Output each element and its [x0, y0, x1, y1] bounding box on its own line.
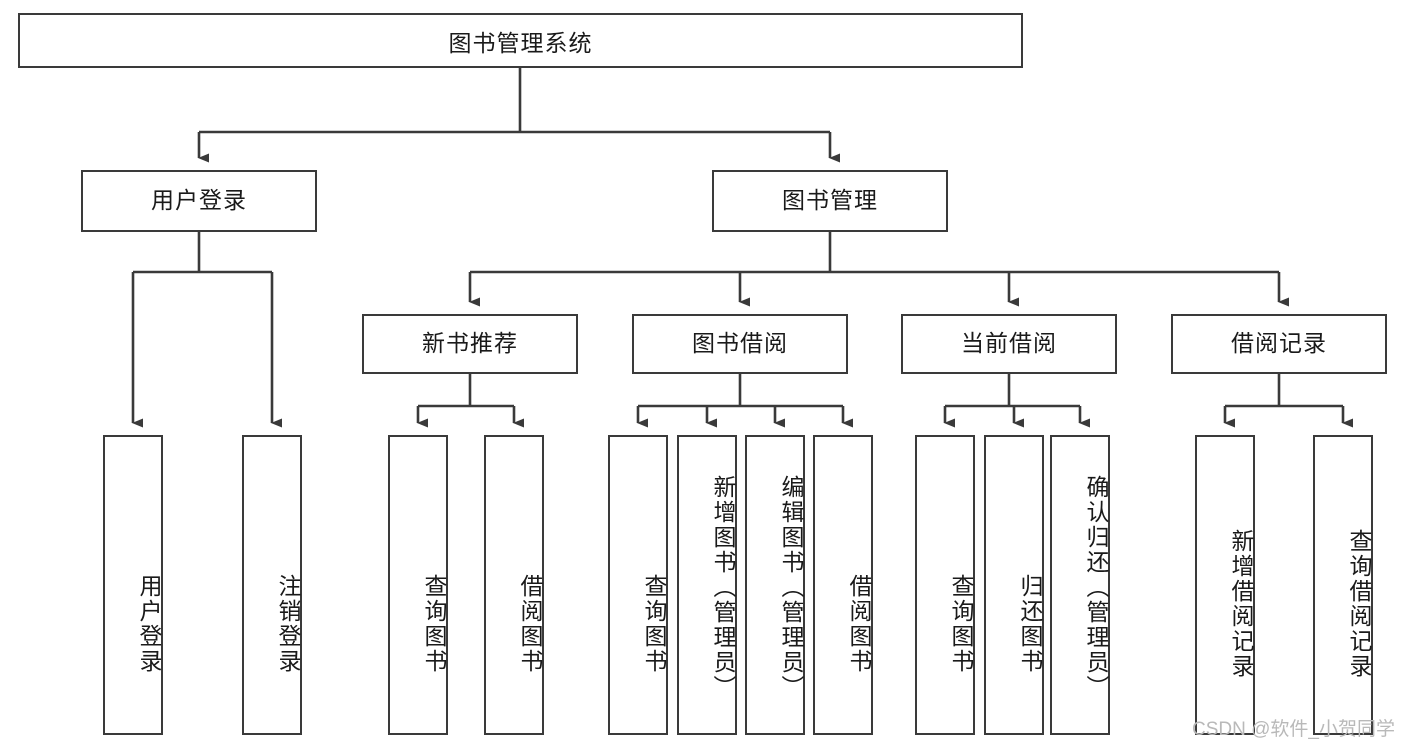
leaf-borrow-book-2[interactable]: 借阅图书: [813, 435, 873, 735]
node-label: 图书管理: [782, 187, 878, 214]
leaf-user-login[interactable]: 用户登录: [103, 435, 163, 735]
node-label: 借阅图书: [517, 574, 543, 674]
node-borrow-record[interactable]: 借阅记录: [1171, 314, 1387, 374]
leaf-confirm-return[interactable]: 确认归还（管理员）: [1050, 435, 1110, 735]
leaf-query-book-2[interactable]: 查询图书: [608, 435, 668, 735]
node-book-borrow[interactable]: 图书借阅: [632, 314, 848, 374]
csdn-watermark: CSDN @软件_小贺同学: [1192, 719, 1395, 740]
leaf-query-book-1[interactable]: 查询图书: [388, 435, 448, 735]
node-label: 查询借阅记录: [1346, 529, 1372, 679]
node-label: 查询图书: [421, 574, 447, 674]
leaf-borrow-book-1[interactable]: 借阅图书: [484, 435, 544, 735]
node-label: 当前借阅: [961, 330, 1057, 357]
leaf-add-record[interactable]: 新增借阅记录: [1195, 435, 1255, 735]
node-label: 归还图书: [1017, 574, 1043, 674]
node-label: 编辑图书（管理员）: [778, 474, 804, 700]
node-current-borrow[interactable]: 当前借阅: [901, 314, 1117, 374]
node-label: 图书借阅: [692, 330, 788, 357]
node-label: 新增借阅记录: [1228, 529, 1254, 679]
node-user-login[interactable]: 用户登录: [81, 170, 317, 232]
node-label: 确认归还（管理员）: [1083, 474, 1109, 700]
node-label: 借阅记录: [1231, 330, 1327, 357]
node-label: 新书推荐: [422, 330, 518, 357]
leaf-logout-login[interactable]: 注销登录: [242, 435, 302, 735]
node-new-book-recommend[interactable]: 新书推荐: [362, 314, 578, 374]
node-label: 借阅图书: [846, 574, 872, 674]
node-label: 新增图书（管理员）: [710, 474, 736, 700]
leaf-return-book[interactable]: 归还图书: [984, 435, 1044, 735]
node-root-system[interactable]: 图书管理系统: [18, 13, 1023, 68]
node-label: 查询图书: [641, 574, 667, 674]
node-label: 查询图书: [948, 574, 974, 674]
node-label: 图书管理系统: [448, 29, 593, 56]
leaf-query-record[interactable]: 查询借阅记录: [1313, 435, 1373, 735]
leaf-query-book-3[interactable]: 查询图书: [915, 435, 975, 735]
node-book-manage[interactable]: 图书管理: [712, 170, 948, 232]
node-label: 注销登录: [275, 574, 301, 674]
node-label: 用户登录: [151, 187, 247, 214]
leaf-add-book[interactable]: 新增图书（管理员）: [677, 435, 737, 735]
leaf-edit-book[interactable]: 编辑图书（管理员）: [745, 435, 805, 735]
node-label: 用户登录: [136, 574, 162, 674]
